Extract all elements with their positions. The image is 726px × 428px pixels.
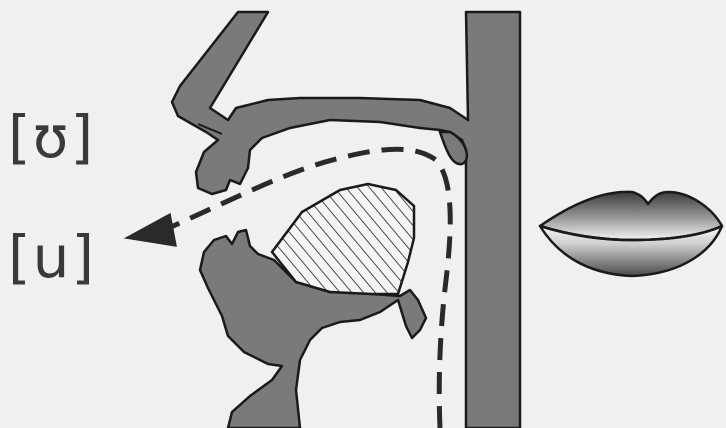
phoneme-label-lax: [ʊ] (8, 108, 95, 166)
tongue-hatched-shape (272, 184, 414, 294)
phoneme-label-tense: [u] (8, 228, 96, 286)
airflow-arrowhead (126, 214, 176, 246)
rounded-lips-icon (540, 192, 722, 276)
